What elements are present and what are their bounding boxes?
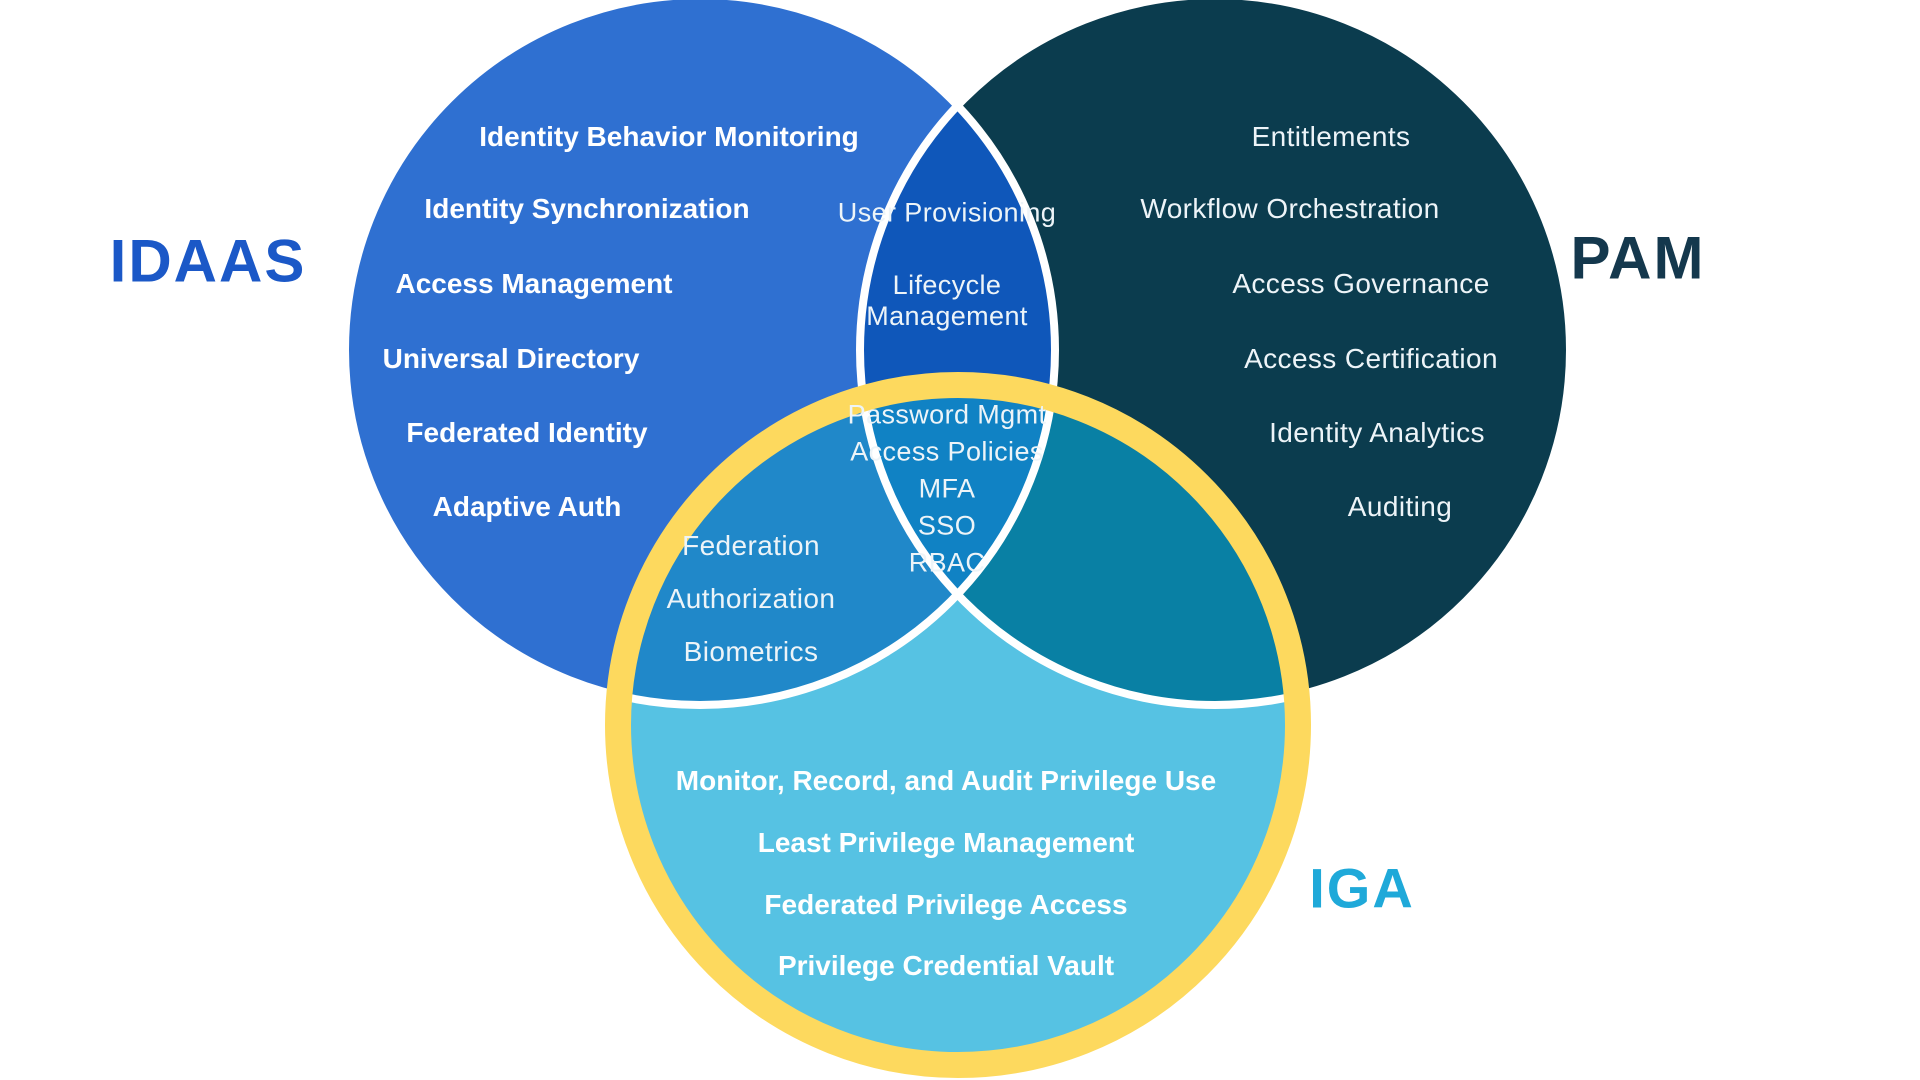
idaas-item: Identity Behavior Monitoring [479,120,859,152]
iga-item: Least Privilege Management [757,826,1135,858]
iga-yellow-ring [605,372,1311,1078]
center-item: MFA [918,473,976,504]
idaas-pam-item: Lifecycle Management [866,269,1028,331]
iga-item: Privilege Credential Vault [777,949,1115,981]
idaas-pam-item: User Provisioning [837,197,1057,228]
pam-item: Identity Analytics [1269,416,1485,448]
idaas-iga-intersection [618,385,1055,705]
pam-circle-outline [856,0,1574,709]
pam-item: Auditing [1347,490,1453,522]
iga-item: Monitor, Record, and Audit Privilege Use [675,764,1217,796]
center-item: Access Policies [850,436,1044,467]
idaas-item: Universal Directory [382,342,640,374]
idaas-iga-item: Authorization [666,582,836,614]
idaas-item: Access Management [395,267,673,299]
pam-item: Access Certification [1244,342,1498,374]
center-item: SSO [917,510,977,541]
center-item: Password Mgmt [847,399,1047,430]
idaas-set-label: IDAAS [109,227,307,295]
idaas-item: Identity Synchronization [424,192,750,224]
center-item: RBAC [908,547,986,578]
iga-set-label: IGA [1309,856,1415,920]
pam-item: Workflow Orchestration [1140,192,1440,224]
pam-iga-intersection [860,385,1298,705]
pam-item: Access Governance [1232,267,1490,299]
iga-item: Federated Privilege Access [764,888,1128,920]
idaas-iga-item: Biometrics [683,635,819,667]
idaas-iga-item: Federation [682,529,820,561]
idaas-item: Federated Identity [406,416,648,448]
pam-set-label: PAM [1570,224,1706,292]
pam-item: Entitlements [1251,120,1411,152]
idaas-circle-outline [341,0,1059,709]
idaas-item: Adaptive Auth [432,490,622,522]
